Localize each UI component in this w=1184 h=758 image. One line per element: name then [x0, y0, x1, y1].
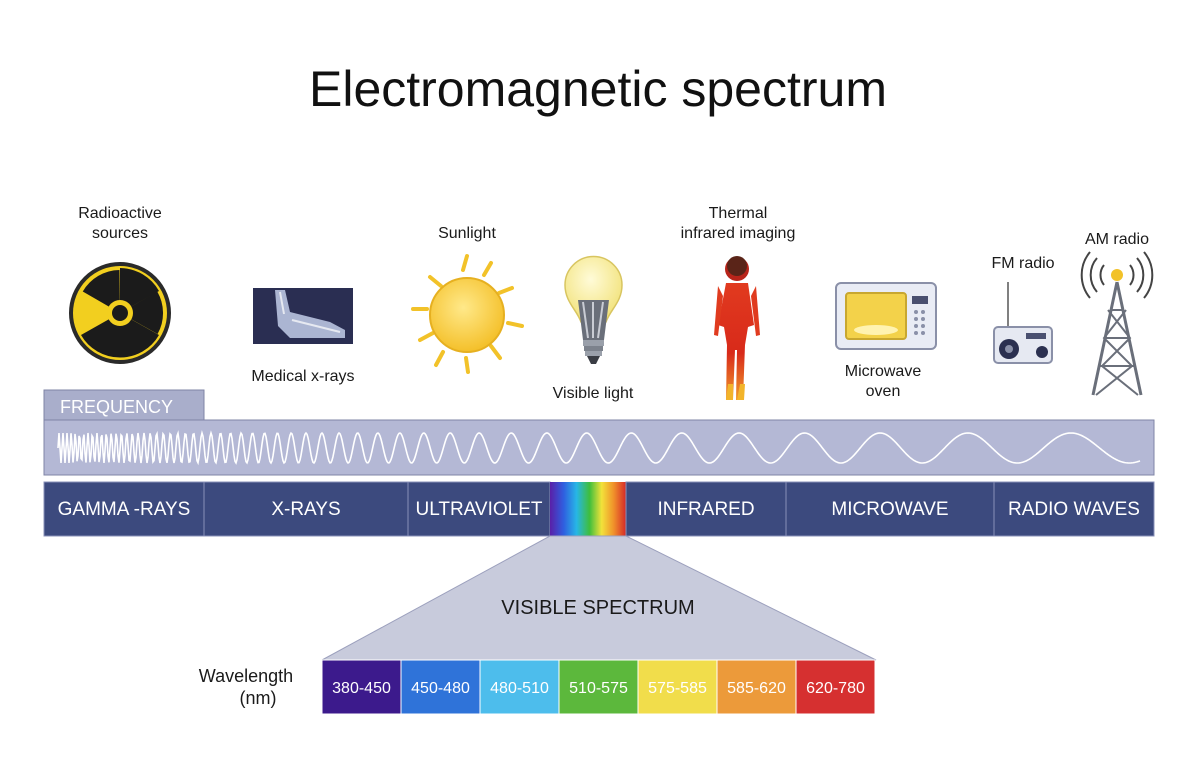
wavelength-cell-label: 585-620 — [727, 680, 786, 697]
microwave-icon — [835, 282, 937, 350]
band-label-microwave: MICROWAVE — [831, 499, 948, 520]
band-infrared — [625, 481, 787, 537]
wavelength-cell-label: 380-450 — [332, 680, 391, 697]
band-label-xray: X-RAYS — [271, 499, 340, 520]
radio-tower-icon — [1080, 251, 1154, 396]
wave-strip — [43, 419, 1155, 476]
band-label-radio: RADIO WAVES — [1008, 499, 1140, 520]
wavelength-cell — [479, 659, 560, 715]
band-visible — [550, 482, 626, 536]
thermal-label-line2: infrared imaging — [681, 225, 796, 242]
visible-spectrum-title: VISIBLE SPECTRUM — [501, 597, 694, 619]
band-label-uv: ULTRAVIOLET — [415, 499, 542, 520]
xray-foot-icon — [253, 288, 353, 344]
wavelength-cell-label: 620-780 — [806, 680, 865, 697]
fm-radio-label: FM radio — [991, 255, 1054, 272]
light-bulb-icon — [564, 255, 623, 364]
wavelength-cell — [637, 659, 718, 715]
sun-icon — [411, 254, 524, 374]
wavelength-cell — [558, 659, 639, 715]
microwave-label-line2: oven — [866, 383, 901, 400]
radiation-icon — [69, 262, 171, 364]
band-gamma-rays — [43, 481, 205, 537]
band-x-rays — [203, 481, 409, 537]
frequency-wave — [57, 429, 1141, 466]
band-ultraviolet — [407, 481, 551, 537]
wavelength-cells: 380-450 450-480 480-510 510-575 575-585 585-6… — [321, 659, 876, 715]
wavelength-cell-label: 450-480 — [411, 680, 470, 697]
visible-expansion-trapezoid — [321, 535, 877, 661]
frequency-label: FREQUENCY — [60, 397, 173, 417]
band-label-gamma: GAMMA -RAYS — [58, 499, 191, 520]
wavelength-cell-label: 575-585 — [648, 680, 707, 697]
wavelength-cell — [400, 659, 481, 715]
thermal-figure-icon — [714, 256, 760, 400]
visible-light-label: Visible light — [553, 385, 634, 402]
band-microwave — [785, 481, 995, 537]
radioactive-label-line1: Radioactive — [78, 205, 162, 222]
wavelength-label-line2: (nm) — [240, 688, 277, 708]
microwave-label-line1: Microwave — [845, 363, 922, 380]
thermal-label-line1: Thermal — [709, 205, 768, 222]
fm-radio-icon — [993, 282, 1053, 364]
page-title: Electromagnetic spectrum — [309, 61, 887, 117]
sunlight-label: Sunlight — [438, 225, 496, 242]
wavelength-cell-label: 510-575 — [569, 680, 628, 697]
am-radio-label: AM radio — [1085, 231, 1149, 248]
wavelength-label-line1: Wavelength — [199, 666, 293, 686]
wavelength-cell — [795, 659, 876, 715]
band-label-infrared: INFRARED — [657, 499, 754, 520]
band-radio-waves — [993, 481, 1155, 537]
wavelength-cell — [716, 659, 797, 715]
xray-label: Medical x-rays — [251, 368, 354, 385]
radioactive-label-line2: sources — [92, 225, 148, 242]
wavelength-cell — [321, 659, 402, 715]
wavelength-cell-label: 480-510 — [490, 680, 549, 697]
band-bar: GAMMA -RAYS X-RAYS ULTRAVIOLET INFRARED … — [43, 481, 1155, 537]
